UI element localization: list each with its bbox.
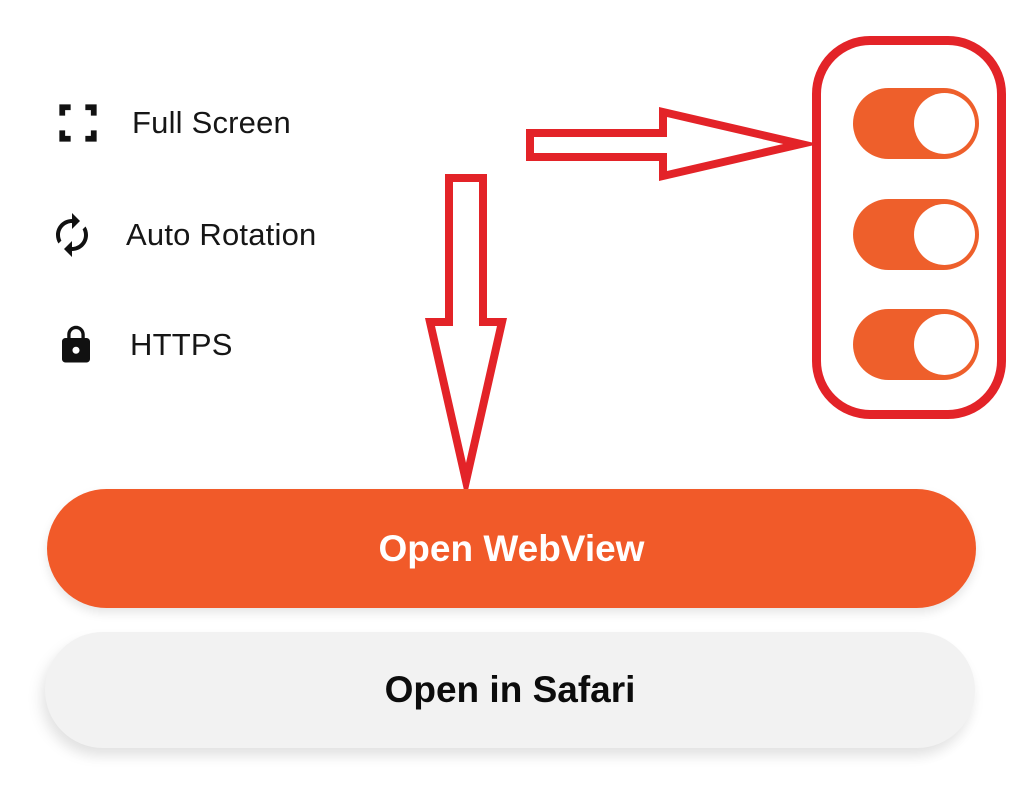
setting-label-auto-rotation: Auto Rotation xyxy=(126,217,317,252)
toggle-knob xyxy=(914,204,975,265)
auto-rotation-icon xyxy=(48,210,96,260)
toggle-switch-auto-rotation[interactable] xyxy=(853,199,979,270)
toggle-switch-full-screen[interactable] xyxy=(853,88,979,159)
setting-label-https: HTTPS xyxy=(130,327,233,362)
toggle-knob xyxy=(914,93,975,154)
toggle-knob xyxy=(914,314,975,375)
arrow-down-icon xyxy=(424,174,508,500)
setting-row-https: HTTPS xyxy=(52,319,233,371)
toggle-switch-https[interactable] xyxy=(853,309,979,380)
open-webview-button[interactable]: Open WebView xyxy=(47,489,976,608)
fullscreen-icon xyxy=(54,102,102,144)
arrow-right-icon xyxy=(526,106,819,182)
lock-icon xyxy=(52,323,100,367)
setting-label-full-screen: Full Screen xyxy=(132,105,291,140)
open-in-safari-button[interactable]: Open in Safari xyxy=(45,632,975,748)
open-in-safari-button-label: Open in Safari xyxy=(384,669,636,710)
open-webview-button-label: Open WebView xyxy=(378,527,645,569)
setting-row-full-screen: Full Screen xyxy=(54,97,291,149)
setting-row-auto-rotation: Auto Rotation xyxy=(48,209,316,261)
